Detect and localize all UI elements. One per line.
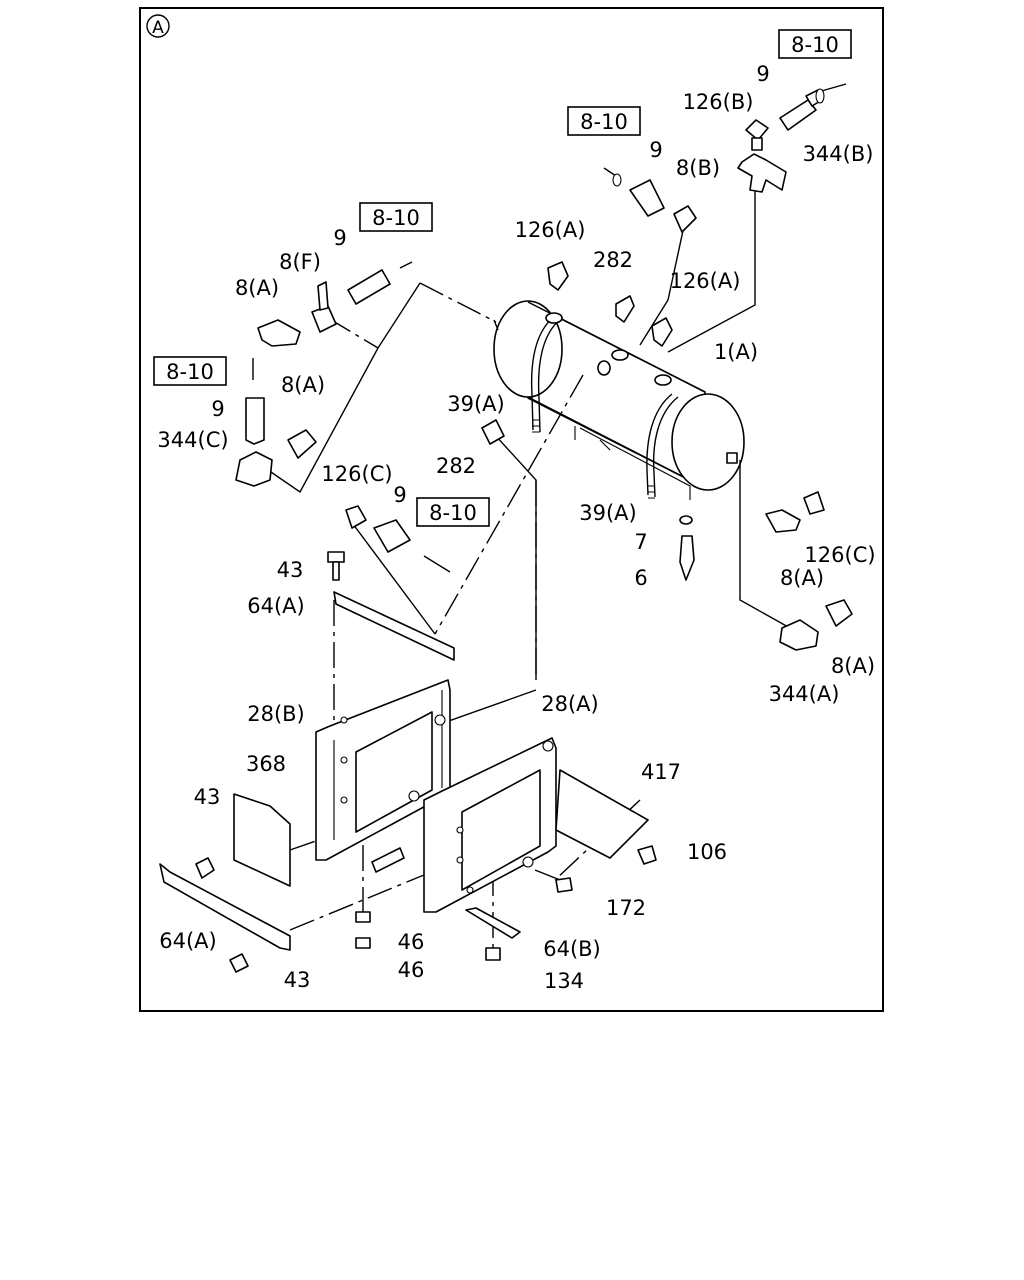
callout-c18: 9 [211,397,224,421]
callout-c4: 344(B) [803,142,874,166]
callout-c41: 64(A) [159,929,216,953]
callout-c3: 126(B) [683,90,754,114]
callout-labels: 8-109126(B)344(B)8-1098(B)126(A)282126(A… [153,29,876,993]
callout-box-c16 [153,356,227,386]
callout-c8: 126(A) [515,218,586,242]
callout-c9: 282 [593,248,633,272]
callout-c24: 8-10 [429,501,477,525]
callout-c34: 28(B) [247,702,305,726]
callout-c13: 9 [333,226,346,250]
callout-c45: 43 [284,968,311,992]
callout-c36: 368 [246,752,286,776]
callout-c38: 43 [194,785,221,809]
callout-c33: 64(A) [247,594,304,618]
callout-c31: 344(A) [769,682,840,706]
callout-c10: 126(A) [670,269,741,293]
callout-box-c24 [416,497,490,527]
callout-c46: 134 [544,969,584,993]
callout-c42: 46 [398,930,425,954]
callout-c35: 28(A) [541,692,598,716]
callout-c27: 6 [634,566,647,590]
callout-c40: 172 [606,896,646,920]
callout-c2: 9 [756,62,769,86]
callout-c20: 39(A) [447,392,504,416]
diagram-frame [139,7,884,1012]
fittings [195,88,853,973]
callout-c5: 8-10 [580,110,628,134]
mounting-brackets [159,591,649,951]
view-marker: A [146,14,170,38]
callout-c15: 8(A) [235,276,279,300]
callout-c30: 8(A) [831,654,875,678]
callout-c11: 1(A) [714,340,758,364]
callout-c12: 8-10 [372,206,420,230]
callout-box-c5 [567,106,641,136]
callout-c22: 126(C) [321,462,392,486]
callout-c44: 64(B) [543,937,601,961]
callout-c25: 39(A) [579,501,636,525]
callout-c43: 46 [398,958,425,982]
callout-c17: 8(A) [281,373,325,397]
callout-c1: 8-10 [791,33,839,57]
callout-c23: 9 [393,483,406,507]
callout-c16: 8-10 [166,360,214,384]
callout-c28: 126(C) [804,543,875,567]
air-tank [493,300,745,500]
callout-c37: 417 [641,760,681,784]
callout-c7: 8(B) [676,156,720,180]
callout-c39: 106 [687,840,727,864]
callout-box-c1 [778,29,852,59]
callout-c29: 8(A) [780,566,824,590]
callout-c32: 43 [277,558,304,582]
callout-c21: 282 [436,454,476,478]
callout-c14: 8(F) [279,250,321,274]
callout-c26: 7 [634,530,647,554]
callout-c6: 9 [649,138,662,162]
view-marker-letter: A [152,18,164,38]
callout-box-c12 [359,202,433,232]
callout-c19: 344(C) [157,428,228,452]
